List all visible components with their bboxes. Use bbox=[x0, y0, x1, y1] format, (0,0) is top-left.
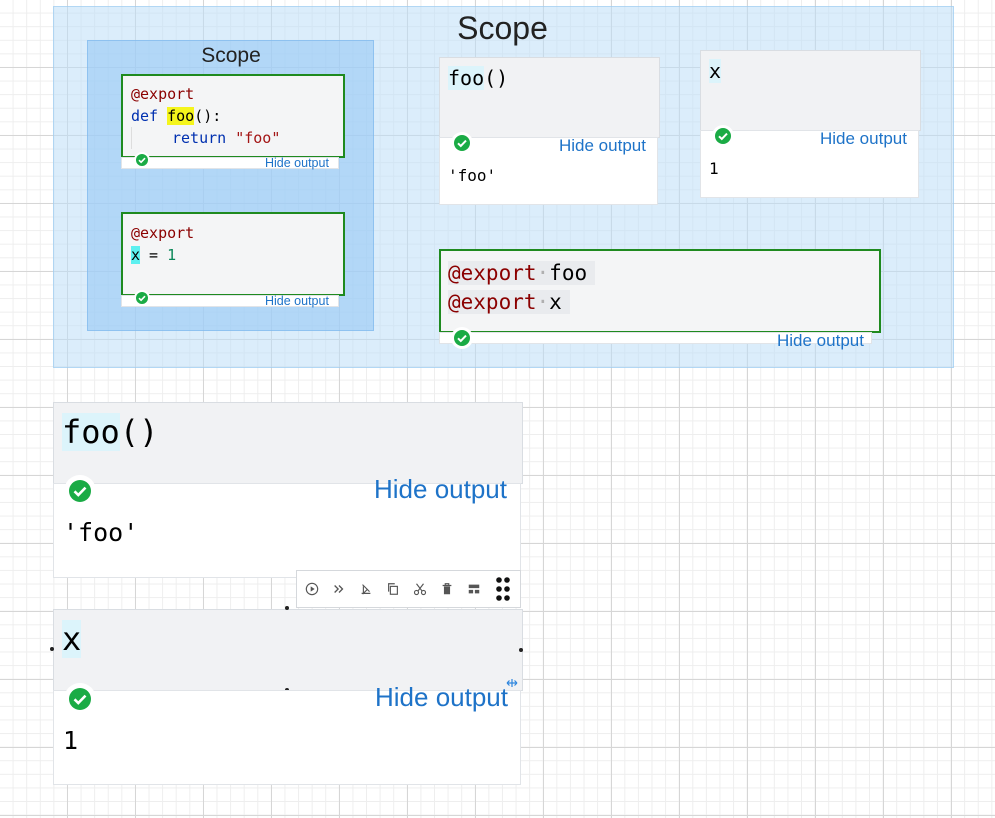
separator: · bbox=[536, 290, 550, 314]
code-line: def foo(): bbox=[131, 105, 343, 127]
decorator: @export bbox=[131, 224, 195, 242]
output-value: 'foo' bbox=[63, 518, 139, 547]
copy-icon[interactable] bbox=[379, 577, 406, 601]
export-name: foo bbox=[549, 261, 588, 285]
run-icon[interactable] bbox=[298, 577, 325, 601]
hide-output-link[interactable]: Hide output bbox=[777, 331, 864, 350]
success-check-icon bbox=[64, 475, 96, 507]
exports-cell[interactable]: @export·foo @export·x bbox=[439, 249, 881, 333]
decorator: @export bbox=[448, 261, 537, 285]
resize-handle[interactable] bbox=[50, 647, 54, 651]
def-keyword: def bbox=[131, 107, 159, 125]
inner-scope-title: Scope bbox=[201, 44, 261, 67]
hide-output-link[interactable]: Hide output bbox=[820, 129, 907, 148]
hide-output-link[interactable]: Hide output bbox=[265, 294, 329, 308]
def-foo-output-bar bbox=[121, 157, 339, 169]
function-name: foo bbox=[167, 107, 195, 125]
x-large-output: 1 bbox=[53, 690, 521, 785]
resize-handle[interactable] bbox=[519, 648, 523, 652]
x-large-cell[interactable]: x bbox=[53, 609, 523, 691]
call-parens: () bbox=[119, 413, 159, 451]
drag-handle-icon[interactable] bbox=[487, 577, 519, 601]
cut-icon[interactable] bbox=[406, 577, 433, 601]
function-call: foo bbox=[62, 413, 120, 451]
return-value: "foo" bbox=[235, 129, 281, 147]
exports-output-bar bbox=[439, 332, 872, 344]
call-foo-large-output: 'foo' bbox=[53, 483, 521, 578]
success-check-icon bbox=[134, 152, 150, 168]
output-value: 'foo' bbox=[448, 166, 497, 185]
code-line: return "foo" bbox=[131, 127, 343, 149]
resize-arrows-icon[interactable] bbox=[506, 678, 518, 688]
outer-scope-title: Scope bbox=[457, 10, 548, 46]
variable-ref: x bbox=[62, 620, 82, 658]
export-x-cell[interactable]: @export x = 1 bbox=[121, 212, 345, 296]
output-value: 1 bbox=[63, 726, 79, 755]
hide-output-link[interactable]: Hide output bbox=[559, 136, 646, 155]
hide-output-link[interactable]: Hide output bbox=[375, 682, 508, 712]
cell-toolbar bbox=[296, 570, 521, 608]
variable-name: x bbox=[131, 246, 141, 264]
call-parens: () bbox=[484, 66, 509, 90]
decorator: @export bbox=[448, 290, 537, 314]
success-check-icon bbox=[712, 125, 734, 147]
assign-operator: = bbox=[140, 246, 168, 264]
success-check-icon bbox=[451, 132, 473, 154]
split-icon[interactable] bbox=[460, 577, 487, 601]
delete-icon[interactable] bbox=[433, 577, 460, 601]
hide-output-link[interactable]: Hide output bbox=[265, 156, 329, 170]
code-line: x = 1 bbox=[131, 244, 343, 266]
output-value: 1 bbox=[709, 159, 719, 178]
assigned-value: 1 bbox=[167, 246, 177, 264]
call-foo-output: 'foo' bbox=[439, 137, 658, 205]
export-line-2: @export·x bbox=[448, 290, 570, 314]
code-line: @export·foo bbox=[448, 259, 879, 288]
code-line: @export·x bbox=[448, 288, 879, 317]
resize-handle[interactable] bbox=[285, 606, 289, 610]
x-output: 1 bbox=[700, 130, 919, 198]
hide-output-link[interactable]: Hide output bbox=[374, 474, 507, 504]
success-check-icon bbox=[451, 327, 473, 349]
signature: (): bbox=[194, 107, 222, 125]
code-line: @export bbox=[131, 83, 343, 105]
call-foo-large-cell[interactable]: foo() bbox=[53, 402, 523, 484]
export-name: x bbox=[549, 290, 562, 314]
def-foo-cell[interactable]: @export def foo(): return "foo" bbox=[121, 74, 345, 158]
clear-icon[interactable] bbox=[352, 577, 379, 601]
x-cell[interactable]: x bbox=[700, 50, 921, 131]
run-below-icon[interactable] bbox=[325, 577, 352, 601]
code-line: @export bbox=[131, 222, 343, 244]
return-keyword: return bbox=[172, 129, 227, 147]
separator: · bbox=[536, 261, 550, 285]
decorator: @export bbox=[131, 85, 195, 103]
variable-ref: x bbox=[709, 59, 722, 83]
export-x-output-bar bbox=[121, 295, 339, 307]
success-check-icon bbox=[134, 290, 150, 306]
function-call: foo bbox=[448, 66, 485, 90]
export-line-1: @export·foo bbox=[448, 261, 596, 285]
call-foo-cell[interactable]: foo() bbox=[439, 57, 660, 138]
success-check-icon bbox=[64, 683, 96, 715]
